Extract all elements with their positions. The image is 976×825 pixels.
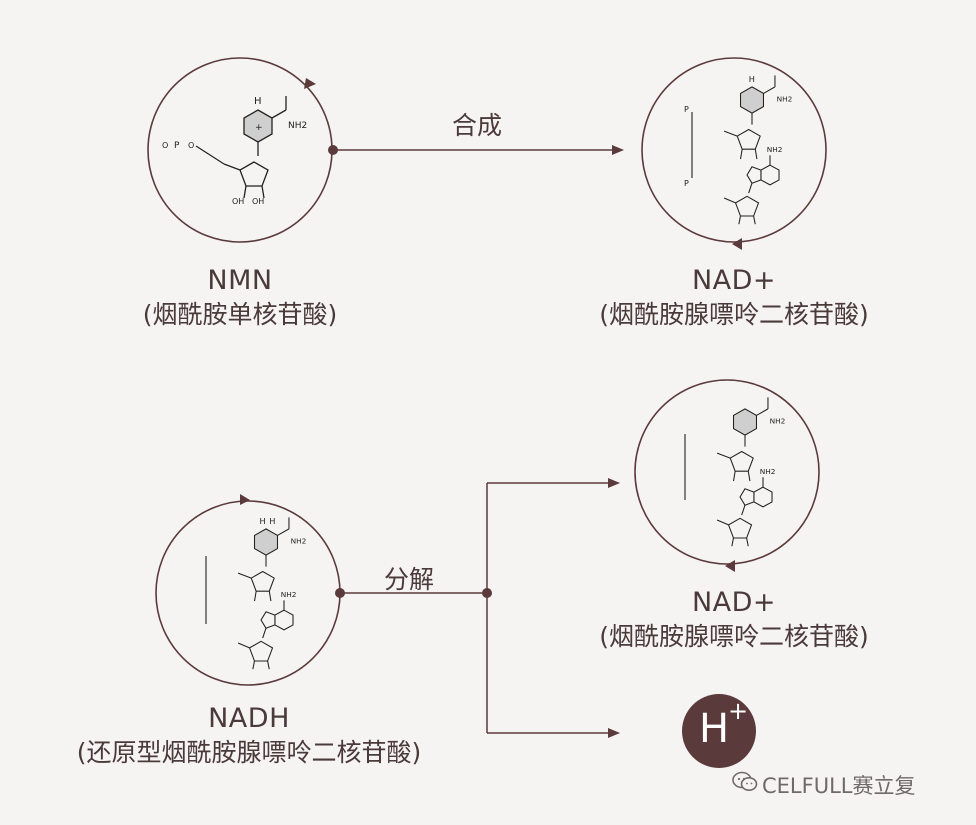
nad-bottom-structure: NH2 bbox=[716, 396, 786, 482]
svg-text:+: + bbox=[255, 123, 263, 133]
nadh-label: NADH (还原型烟酰胺腺嘌呤二核苷酸) bbox=[34, 702, 464, 770]
svg-text:OH: OH bbox=[252, 197, 264, 206]
svg-text:NH2: NH2 bbox=[770, 417, 786, 426]
nad-top-sub: (烟酰胺腺嘌呤二核苷酸) bbox=[599, 300, 869, 329]
nadh-rotation-arrow bbox=[240, 494, 250, 505]
svg-text:H: H bbox=[269, 516, 275, 526]
nmn-sub: (烟酰胺单核苷酸) bbox=[142, 300, 338, 329]
svg-text:H: H bbox=[259, 516, 265, 526]
nad-top-circle bbox=[641, 57, 827, 243]
nad-top-structure: H NH2 bbox=[723, 74, 793, 160]
watermark-text: CELFULL赛立复 bbox=[762, 774, 916, 798]
svg-text:O: O bbox=[162, 141, 168, 150]
svg-text:OH: OH bbox=[232, 197, 244, 206]
synthesis-label: 合成 bbox=[452, 111, 503, 140]
nad-bottom-name: NAD+ bbox=[691, 587, 777, 618]
svg-text:NH2: NH2 bbox=[281, 590, 297, 599]
hydrogen-ion-badge: H + bbox=[682, 694, 756, 768]
decomposition-connector bbox=[335, 478, 620, 738]
nad-bottom-rotation-arrow bbox=[725, 560, 735, 572]
nad-bottom-label: NAD+ (烟酰胺腺嘌呤二核苷酸) bbox=[554, 586, 914, 654]
nad-top-rotation-arrow bbox=[732, 238, 742, 250]
hydrogen-charge: + bbox=[728, 697, 749, 725]
svg-text:NH2: NH2 bbox=[288, 121, 307, 131]
nad-bottom-node: NH2 NH2 bbox=[634, 379, 820, 572]
svg-text:NH2: NH2 bbox=[291, 537, 307, 546]
svg-text:P: P bbox=[684, 179, 689, 188]
nadh-sub: (还原型烟酰胺腺嘌呤二核苷酸) bbox=[76, 738, 422, 767]
nad-top-node: H NH2 NH2 P P bbox=[641, 57, 827, 250]
svg-text:NH2: NH2 bbox=[767, 145, 783, 154]
decomposition-label: 分解 bbox=[384, 565, 435, 594]
svg-text:NH2: NH2 bbox=[760, 467, 776, 476]
nmn-structure: H NH2 + OH OH P O O bbox=[162, 95, 307, 206]
svg-text:P: P bbox=[174, 141, 180, 151]
watermark: CELFULL赛立复 bbox=[732, 768, 962, 798]
svg-text:H: H bbox=[749, 74, 755, 84]
svg-text:NH2: NH2 bbox=[777, 95, 793, 104]
nad-top-label: NAD+ (烟酰胺腺嘌呤二核苷酸) bbox=[554, 264, 914, 332]
nad-bottom-sub: (烟酰胺腺嘌呤二核苷酸) bbox=[599, 622, 869, 651]
nadh-structure: H H NH2 bbox=[237, 516, 307, 602]
hydrogen-symbol: H bbox=[699, 706, 730, 752]
svg-text:P: P bbox=[684, 105, 689, 114]
nadh-name: NADH bbox=[208, 703, 290, 734]
nadh-node: H H NH2 NH2 bbox=[155, 494, 341, 686]
synthesis-arrow bbox=[328, 145, 624, 155]
svg-text:O: O bbox=[188, 141, 194, 150]
nad-top-name: NAD+ bbox=[691, 265, 777, 296]
nadh-circle bbox=[155, 500, 341, 686]
nmn-rotation-arrow bbox=[304, 78, 316, 89]
nmn-name: NMN bbox=[207, 265, 273, 296]
nmn-label: NMN (烟酰胺单核苷酸) bbox=[60, 264, 420, 332]
wechat-icon bbox=[732, 771, 758, 791]
nad-bottom-circle bbox=[634, 379, 820, 565]
nmn-node: H NH2 + OH OH P O O bbox=[147, 57, 333, 243]
svg-text:H: H bbox=[254, 96, 262, 107]
